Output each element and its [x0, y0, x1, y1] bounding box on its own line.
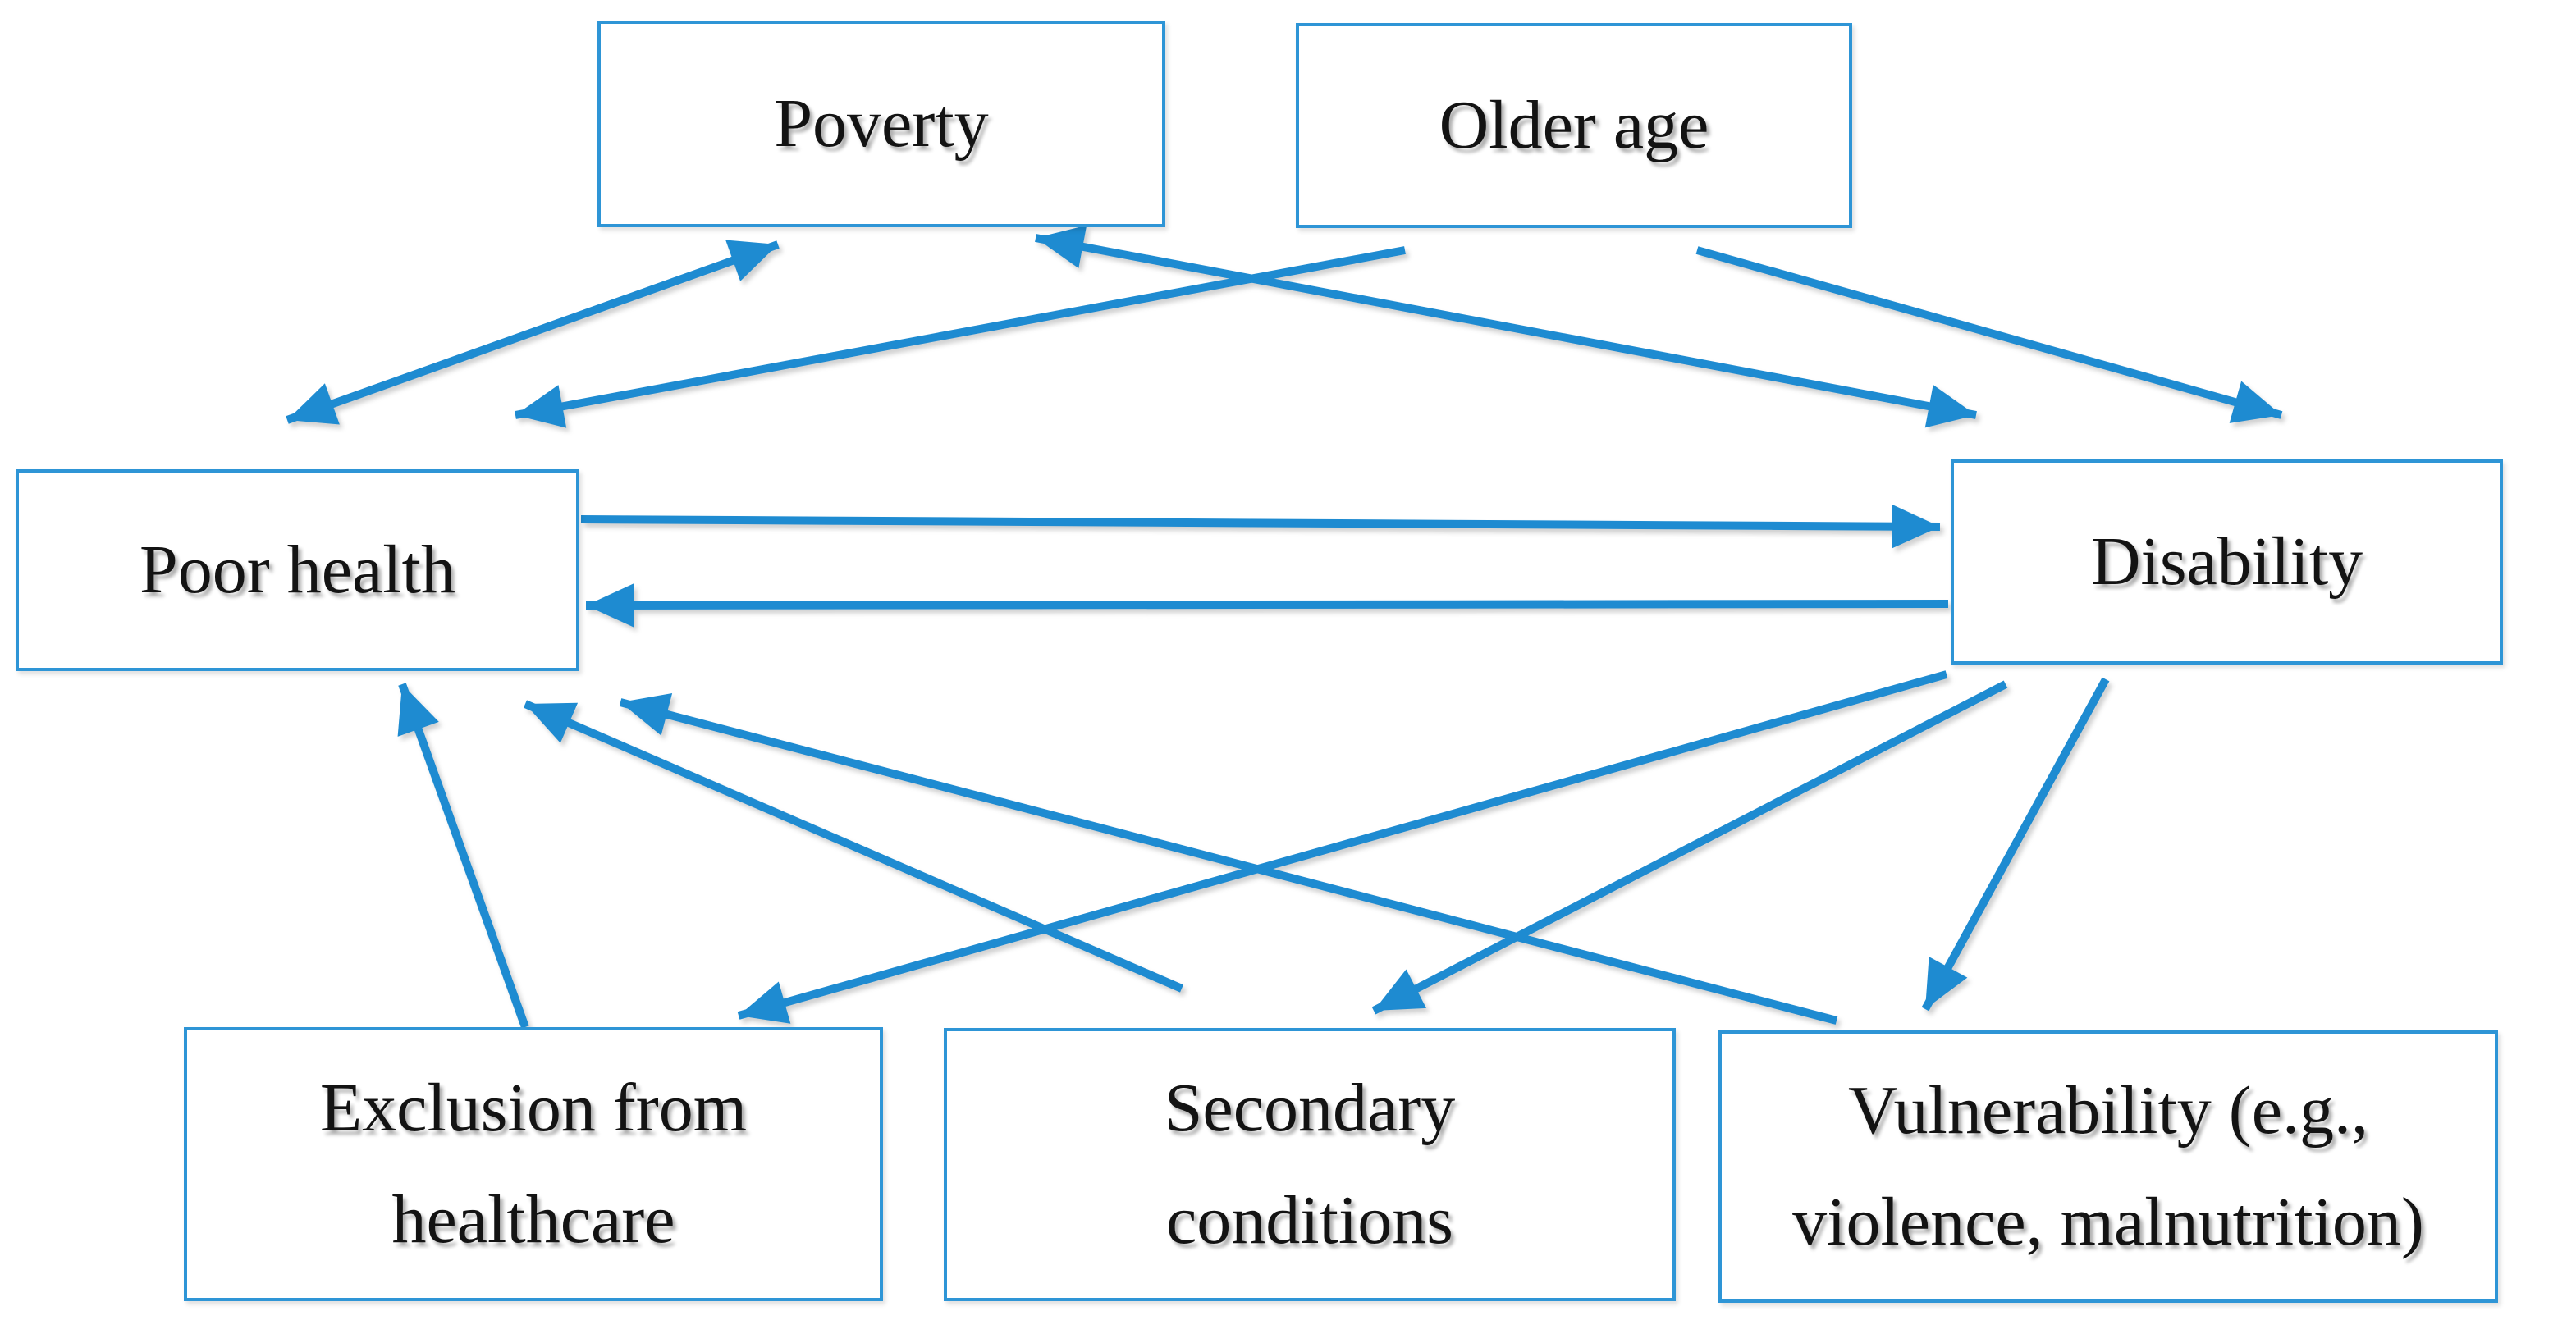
node-secondary-conditions-label: Secondary conditions	[1164, 1070, 1456, 1258]
arrow-poor_health-to-disability	[580, 505, 1941, 549]
node-vulnerability: Vulnerability (e.g., violence, malnutrit…	[1718, 1030, 2498, 1303]
arrow-disability-to-secondary	[1371, 680, 2008, 1015]
arrow-vulnerability-to-poor_health	[619, 692, 1838, 1025]
node-disability: Disability	[1951, 459, 2503, 665]
arrow-secondary-to-poor_health	[524, 700, 1183, 993]
arrow-poverty-to-poor_health-bidirectional	[286, 240, 780, 425]
arrow-exclusion-to-poor_health	[397, 683, 529, 1029]
node-poor-health: Poor health	[16, 469, 579, 671]
node-poverty-label: Poverty	[774, 84, 989, 162]
node-poor-health-label: Poor health	[140, 531, 455, 608]
node-poverty: Poverty	[597, 21, 1165, 227]
node-exclusion-from-healthcare: Exclusion from healthcare	[184, 1027, 883, 1301]
node-older-age-label: Older age	[1439, 86, 1709, 163]
arrow-disability-to-poor_health	[585, 583, 1949, 628]
node-vulnerability-label: Vulnerability (e.g., violence, malnutrit…	[1792, 1071, 2424, 1260]
arrow-poverty-to-disability-bidirectional	[1035, 225, 1977, 428]
arrow-disability-to-vulnerability	[1921, 677, 2110, 1012]
arrow-older_age-to-disability	[1695, 246, 2283, 423]
node-exclusion-from-healthcare-label: Exclusion from healthcare	[319, 1069, 748, 1258]
node-secondary-conditions: Secondary conditions	[944, 1028, 1676, 1301]
node-older-age: Older age	[1296, 23, 1852, 228]
node-disability-label: Disability	[2090, 523, 2363, 600]
arrow-older_age-to-poor_health	[515, 246, 1406, 428]
arrow-disability-to-exclusion	[737, 670, 1948, 1024]
